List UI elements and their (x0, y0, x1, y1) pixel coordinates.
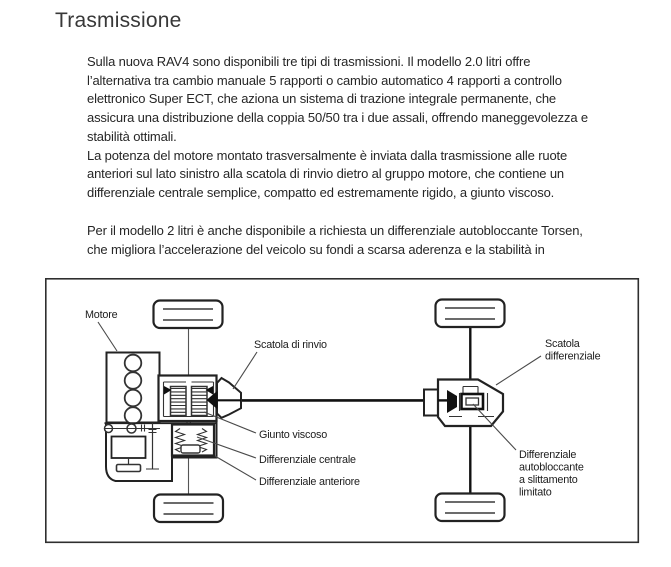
svg-text:Differenziale: Differenziale (519, 449, 576, 461)
gearbox-housing (157, 374, 218, 423)
callout-differenziale-anteriore (214, 455, 257, 481)
label-giunto-viscoso: Giunto viscoso (259, 429, 327, 441)
front-differential (170, 423, 216, 457)
gear-marker-right (205, 386, 213, 395)
label-motore: Motore (85, 309, 118, 321)
callout-differenziale-centrale (196, 436, 257, 459)
label-scatola-di-rinvio: Scatola di rinvio (254, 339, 327, 351)
gear-marker-left (164, 386, 172, 395)
svg-text:differenziale: differenziale (545, 351, 601, 363)
callout-scatola-differenziale (495, 355, 542, 386)
callout-motore (97, 321, 118, 352)
callout-diff-autobloccante (472, 403, 517, 451)
svg-text:a slittamento: a slittamento (519, 474, 578, 486)
paragraph-transmission-intro: Sulla nuova RAV4 sono disponibili tre ti… (87, 54, 588, 200)
ring-gear (447, 390, 457, 413)
transmission-case (103, 421, 218, 482)
svg-text:autobloccante: autobloccante (519, 462, 584, 474)
label-differenziale-anteriore: Differenziale anteriore (259, 476, 360, 488)
callout-scatola-di-rinvio (232, 351, 258, 390)
callout-giunto-viscoso (203, 411, 257, 434)
wheel-front-right (152, 493, 225, 524)
svg-text:limitato: limitato (519, 487, 552, 499)
label-differenziale-autobloccante: Differenziale autobloccante a slittament… (519, 449, 584, 499)
engine-block (105, 351, 161, 425)
paragraph-torsen: Per il modello 2 litri è anche disponibi… (87, 223, 583, 257)
rear-differential (423, 378, 505, 428)
label-scatola-differenziale: Scatola differenziale (545, 338, 601, 363)
svg-text:Scatola: Scatola (545, 338, 580, 350)
transfer-case (206, 376, 242, 419)
wheel-rear-right (434, 492, 506, 523)
page-title: Trasmissione (55, 9, 182, 32)
label-differenziale-centrale: Differenziale centrale (259, 454, 356, 466)
wheel-front-left (152, 299, 224, 330)
wheel-rear-left (434, 298, 506, 329)
